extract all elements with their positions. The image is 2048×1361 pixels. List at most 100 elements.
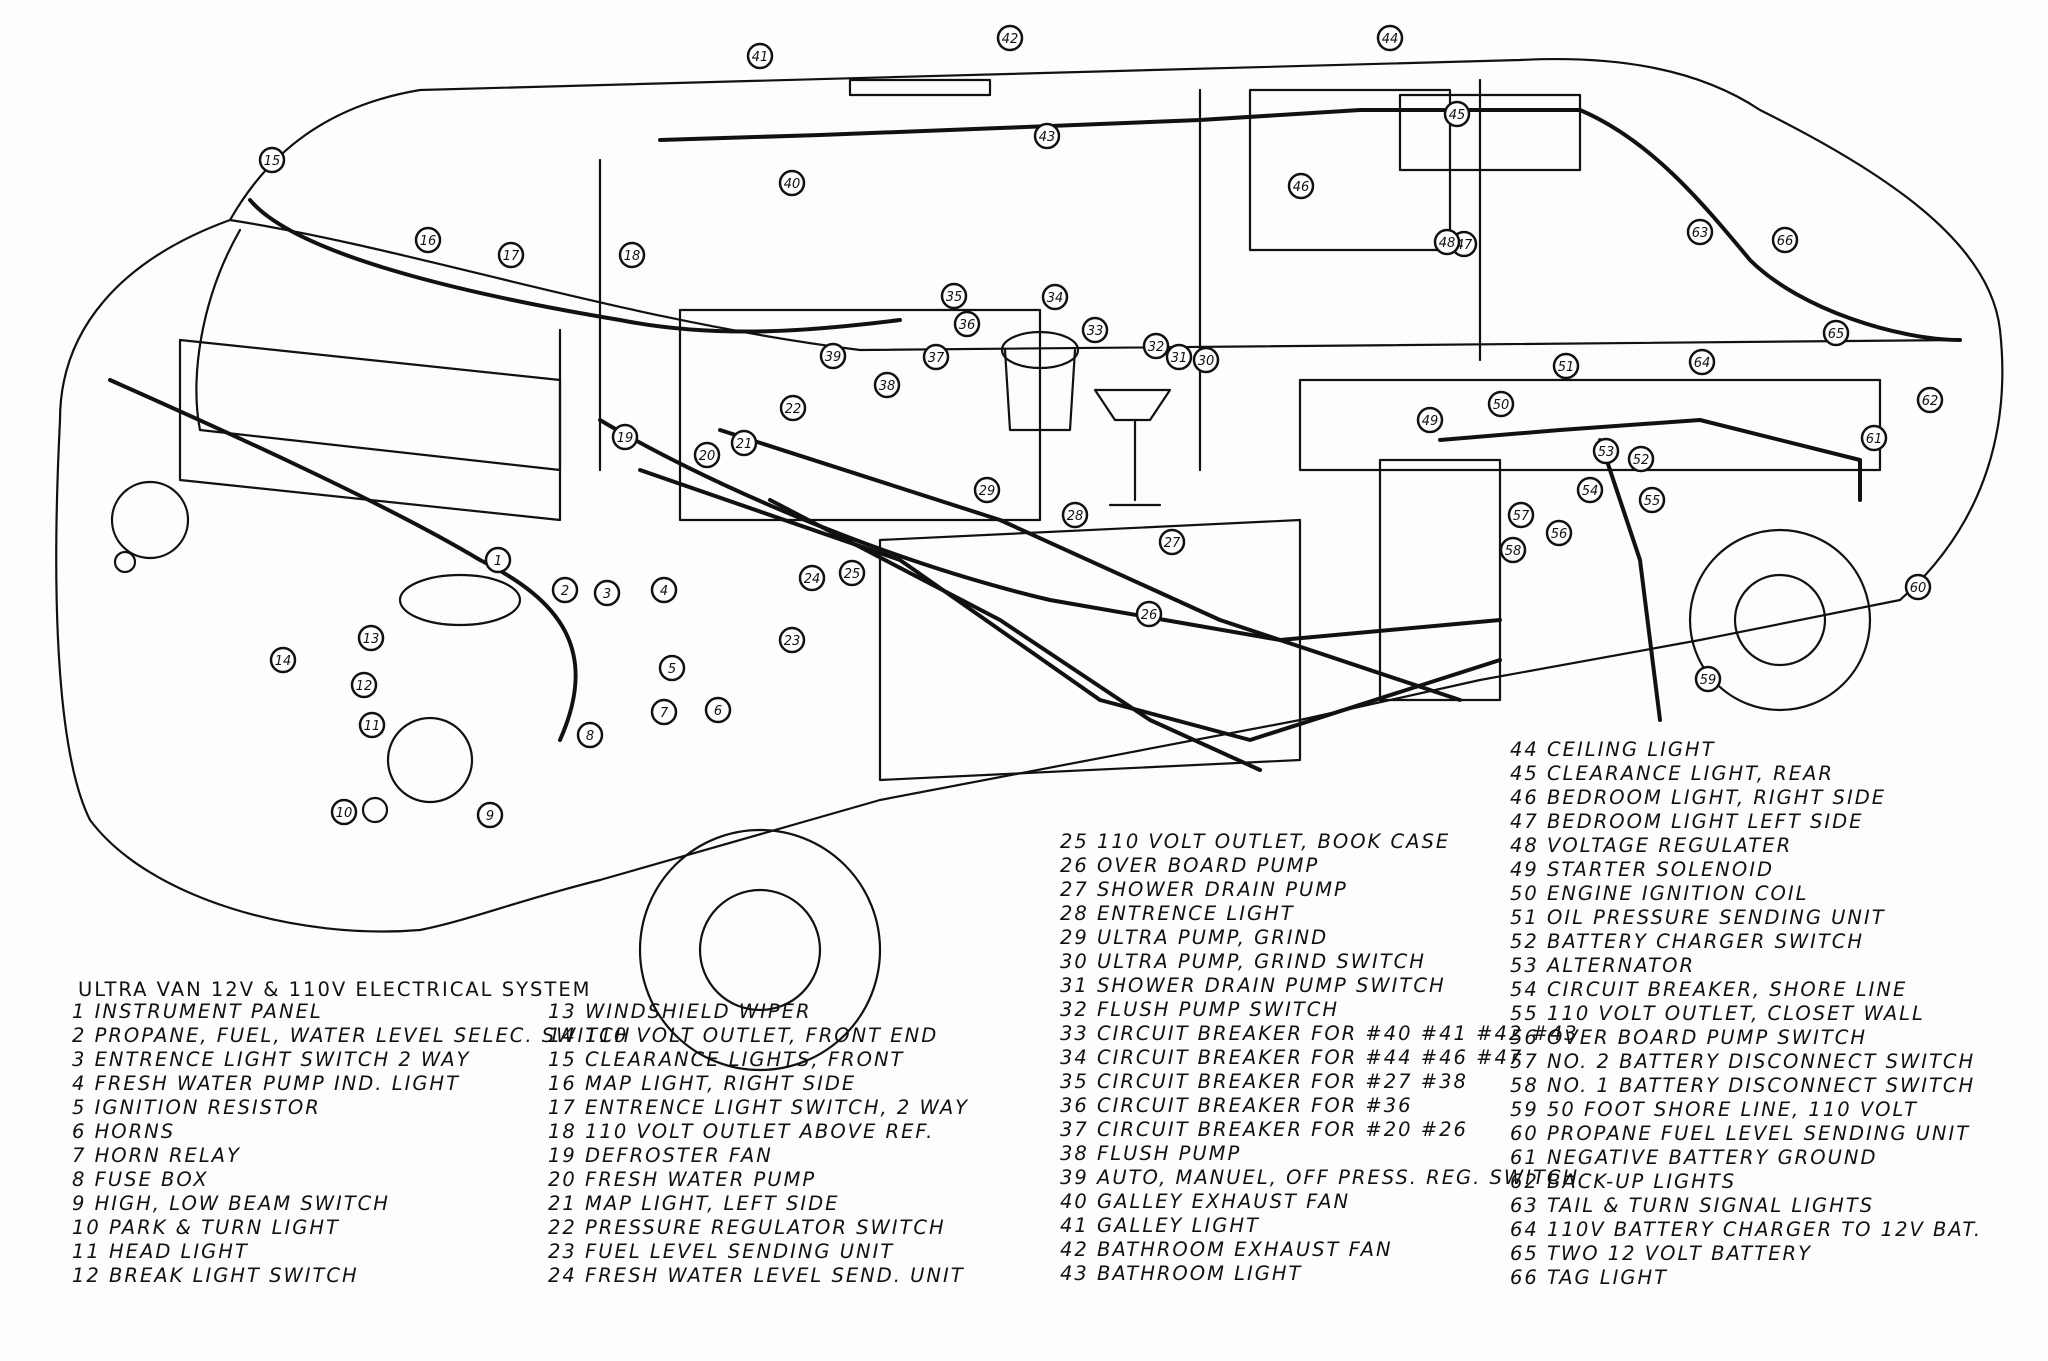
callout-number: 40	[784, 177, 801, 192]
harness-floor-1	[598, 418, 1502, 642]
callout-circle	[476, 801, 504, 829]
legend-item: 58 NO. 1 BATTERY DISCONNECT SWITCH	[1510, 1074, 1976, 1097]
legend-item: 8 FUSE BOX	[72, 1168, 209, 1191]
callout-circle	[350, 671, 378, 699]
head-light-right	[386, 716, 474, 804]
callout-circle	[618, 241, 646, 269]
callout-circle	[330, 798, 358, 826]
callout-number: 5	[668, 662, 676, 677]
legend-item: 38 FLUSH PUMP	[1060, 1142, 1242, 1165]
callout-number: 15	[264, 154, 281, 169]
legend-item: 59 50 FOOT SHORE LINE, 110 VOLT	[1510, 1098, 1918, 1121]
harness-floor-3	[718, 428, 1462, 702]
callout-circle	[1771, 226, 1799, 254]
callout-number: 64	[1694, 356, 1711, 371]
entrance-lamp-stand	[1108, 418, 1162, 507]
legend-item: 64 110V BATTERY CHARGER TO 12V BAT.	[1510, 1218, 1983, 1241]
legend-item: 63 TAIL & TURN SIGNAL LIGHTS	[1510, 1194, 1875, 1217]
callout-circle	[778, 169, 806, 197]
callout-number: 44	[1382, 32, 1399, 47]
legend-item: 61 NEGATIVE BATTERY GROUND	[1510, 1146, 1878, 1169]
callout-circle	[593, 579, 621, 607]
callout-number: 66	[1777, 234, 1794, 249]
callout-circle	[1487, 390, 1515, 418]
legend-item: 1 INSTRUMENT PANEL	[72, 1000, 323, 1023]
callout-number: 11	[364, 719, 381, 734]
legend-item: 66 TAG LIGHT	[1510, 1266, 1669, 1289]
harness-rear	[1578, 108, 1962, 342]
callout-circle	[1627, 445, 1655, 473]
callout-number: 17	[503, 249, 520, 264]
callout-circle	[497, 241, 525, 269]
legend-item: 51 OIL PRESSURE SENDING UNIT	[1510, 906, 1886, 929]
legend-item: 42 BATHROOM EXHAUST FAN	[1060, 1238, 1393, 1261]
callout-number: 24	[804, 572, 821, 587]
callout-circle	[1638, 486, 1666, 514]
callout-number: 21	[736, 437, 753, 452]
harness-dash	[108, 378, 578, 742]
rear-window-glass	[1398, 93, 1582, 172]
legend-item: 13 WINDSHIELD WIPER	[548, 1000, 812, 1023]
callout-number: 48	[1439, 236, 1456, 251]
callout-circle	[1287, 172, 1315, 200]
callout-number: 16	[420, 234, 437, 249]
legend-item: 55 110 VOLT OUTLET, CLOSET WALL	[1510, 1002, 1925, 1025]
callout-number: 8	[586, 729, 594, 744]
callout-circle	[357, 624, 385, 652]
callout-circle	[1192, 346, 1220, 374]
closet-block	[1378, 458, 1502, 702]
callout-number: 61	[1866, 432, 1883, 447]
cabinet-lower	[878, 518, 1302, 782]
callout-circle	[1507, 501, 1535, 529]
callout-number: 6	[714, 704, 722, 719]
callout-circle	[1416, 406, 1444, 434]
legend-item: 27 SHOWER DRAIN PUMP	[1060, 878, 1348, 901]
cabinet-galley	[678, 308, 1042, 522]
front-wheel	[638, 828, 882, 1072]
legend-item: 14 110 VOLT OUTLET, FRONT END	[548, 1024, 939, 1047]
callout-circle	[358, 711, 386, 739]
callout-number: 23	[784, 634, 801, 649]
callout-circle	[1081, 316, 1109, 344]
callout-circle	[778, 626, 806, 654]
callout-circle	[922, 343, 950, 371]
callout-number: 60	[1910, 581, 1927, 596]
callout-number: 20	[699, 449, 716, 464]
callout-number: 18	[624, 249, 641, 264]
park-light-right	[361, 796, 389, 824]
legend-item: 15 CLEARANCE LIGHTS, FRONT	[548, 1048, 905, 1071]
callout-circle	[1545, 519, 1573, 547]
callout-circle	[1158, 528, 1186, 556]
callout-circle	[1592, 437, 1620, 465]
callout-number: 10	[336, 806, 353, 821]
toilet-bowl	[1000, 330, 1080, 370]
legend-item: 16 MAP LIGHT, RIGHT SIDE	[548, 1072, 857, 1095]
callout-number: 12	[356, 679, 373, 694]
callout-circle	[730, 429, 758, 457]
callout-number: 52	[1633, 453, 1650, 468]
legend-item: 19 DEFROSTER FAN	[548, 1144, 773, 1167]
legend-item: 32 FLUSH PUMP SWITCH	[1060, 998, 1340, 1021]
callout-number: 57	[1513, 509, 1530, 524]
rear-wheel-hub	[1733, 573, 1827, 667]
legend-item: 33 CIRCUIT BREAKER FOR #40 #41 #42 #43	[1060, 1022, 1579, 1045]
legend-item: 37 CIRCUIT BREAKER FOR #20 #26	[1060, 1118, 1468, 1141]
harness-floor-2	[638, 468, 1502, 742]
callout-circle	[1165, 343, 1193, 371]
callout-number: 49	[1422, 414, 1439, 429]
callout-number: 4	[660, 584, 668, 599]
callout-circle	[1041, 283, 1069, 311]
legend-item: 22 PRESSURE REGULATOR SWITCH	[548, 1216, 946, 1239]
callout-circle	[1688, 348, 1716, 376]
callout-number: 32	[1148, 340, 1165, 355]
callout-circle	[873, 371, 901, 399]
legend-item: 34 CIRCUIT BREAKER FOR #44 #46 #47	[1060, 1046, 1524, 1069]
callout-circle	[258, 146, 286, 174]
callout-number: 29	[979, 484, 996, 499]
